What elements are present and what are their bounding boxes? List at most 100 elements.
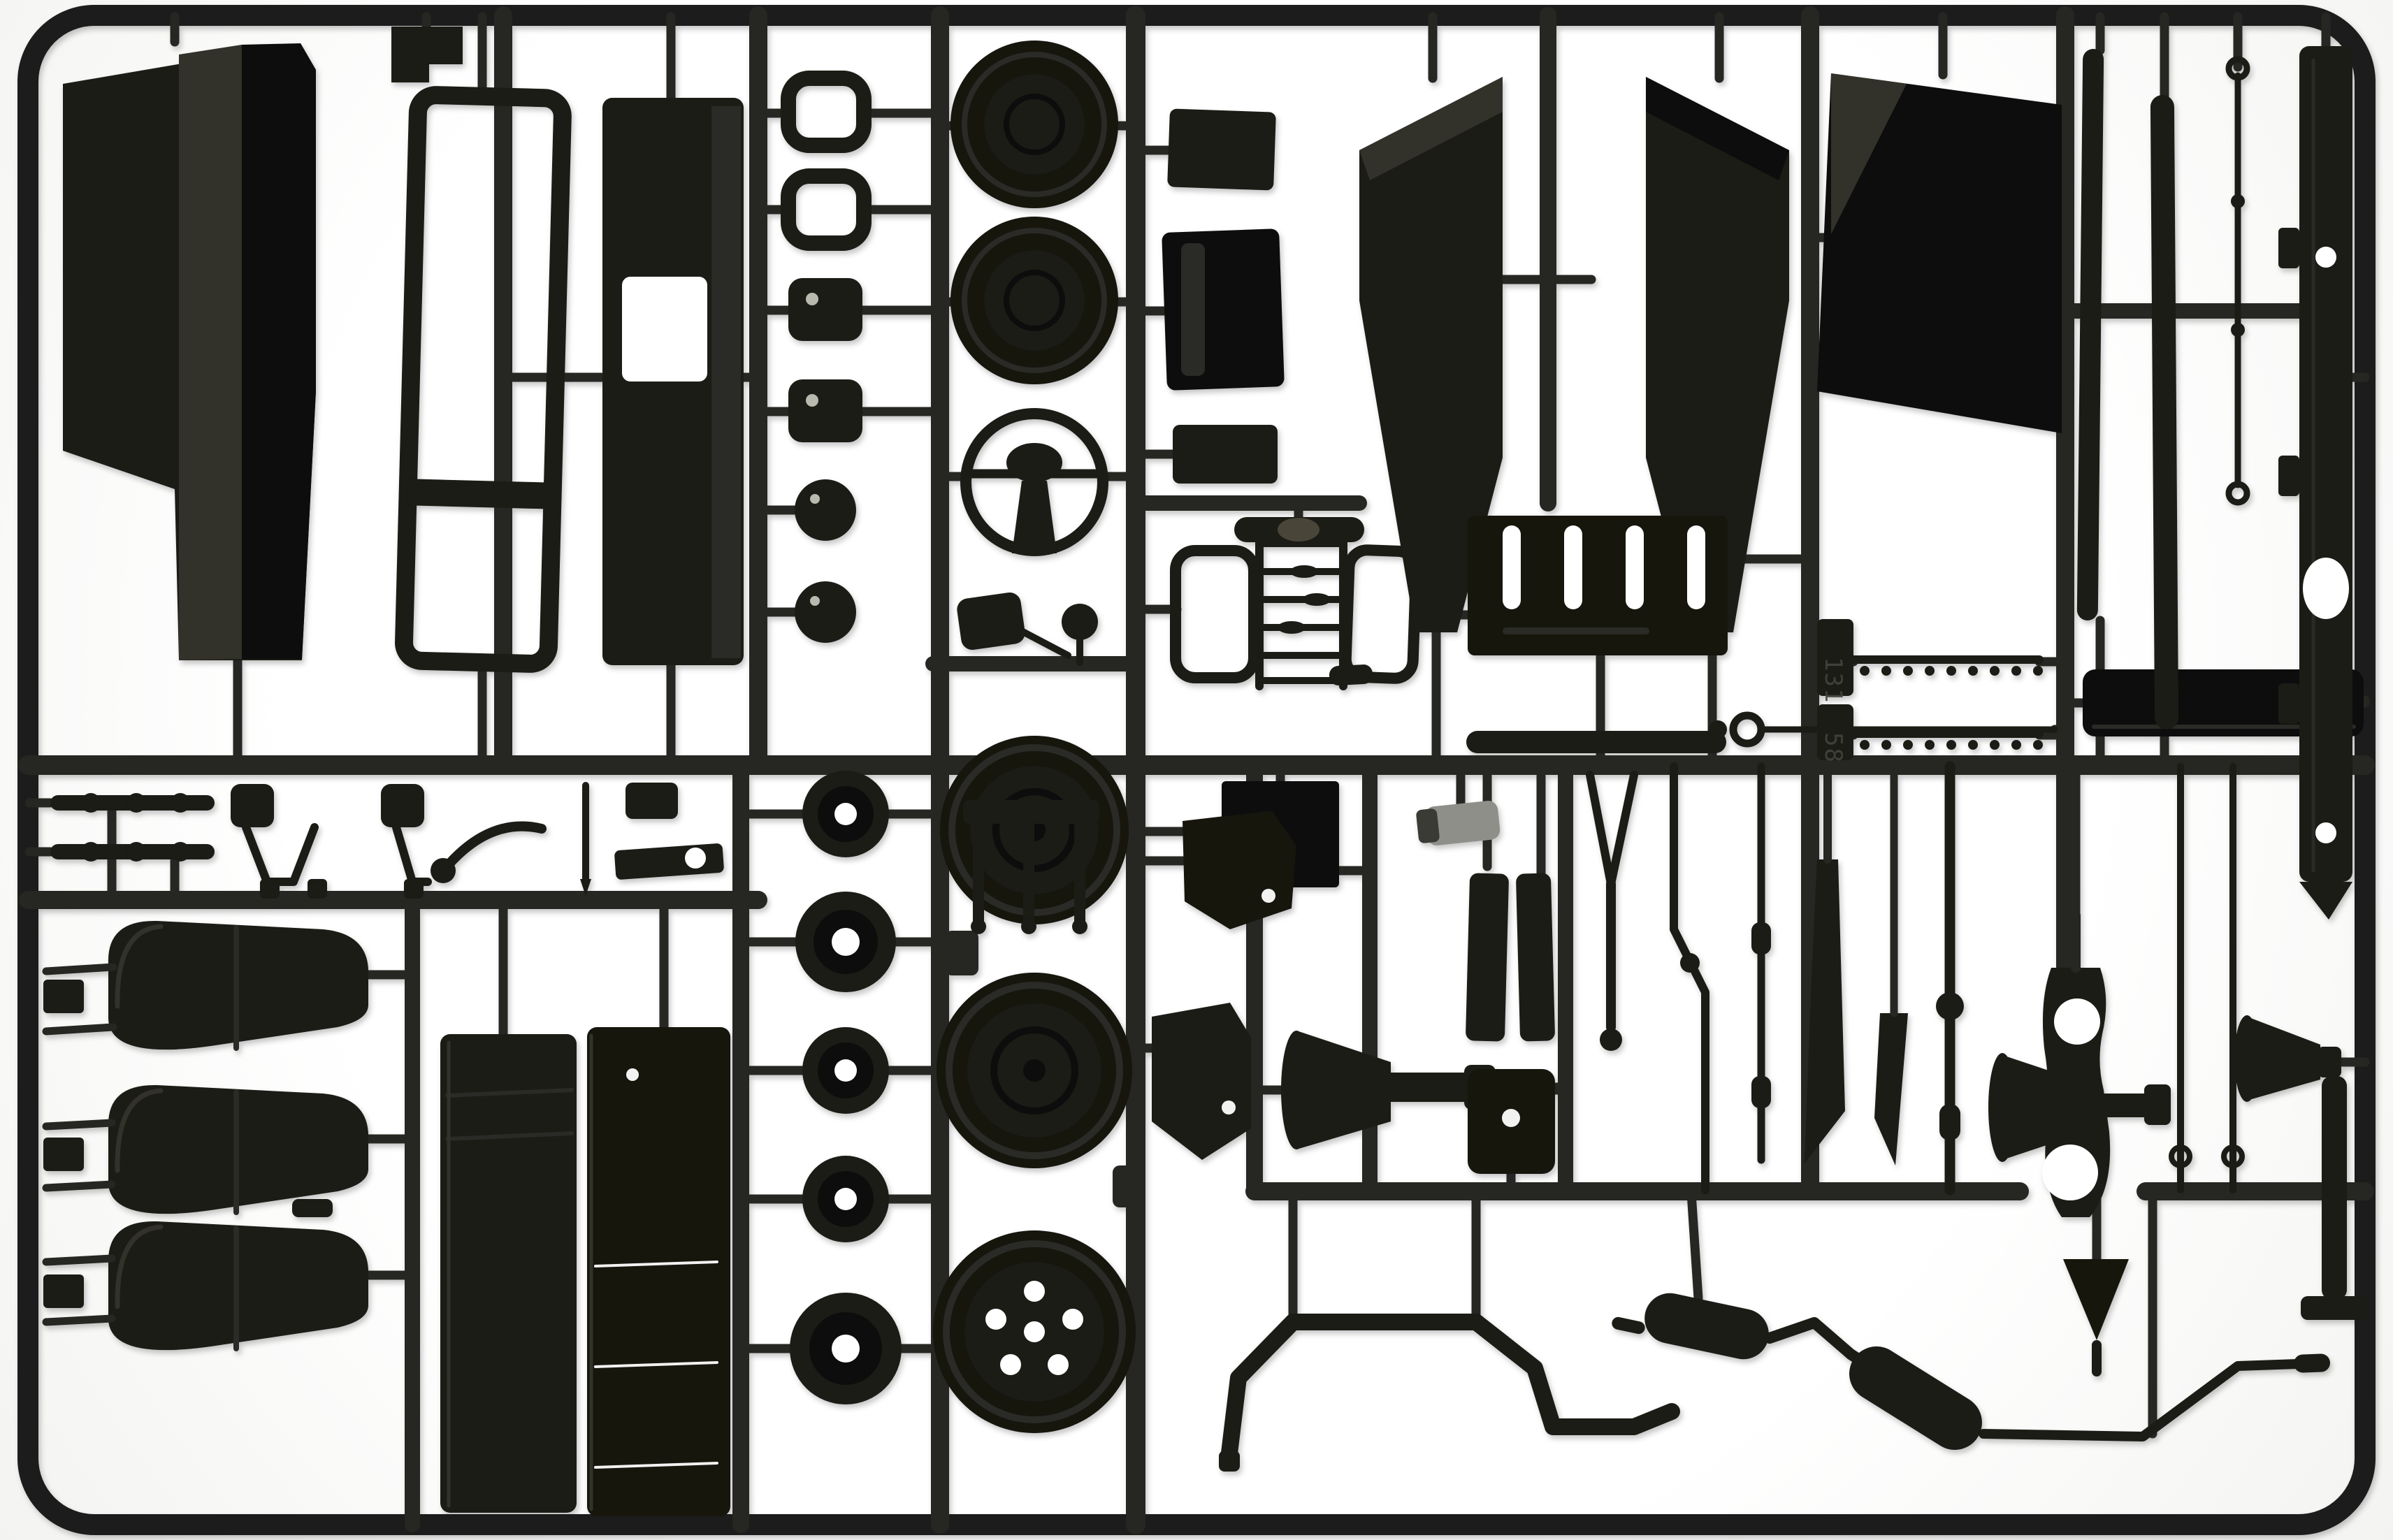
battery-box-shape <box>1503 627 1649 634</box>
headlight-cup-b-shape <box>788 379 862 442</box>
bead-strip-a-shape <box>1946 666 1956 676</box>
gate <box>1686 1188 1703 1303</box>
door-panel-right-shape <box>594 1361 718 1368</box>
bead-strip-b-shape <box>1990 740 2000 750</box>
mirror-frame-b <box>781 168 872 251</box>
muffler-rear <box>1849 1346 1982 1450</box>
steering-hub <box>1006 443 1062 482</box>
tow-ring <box>1729 711 1765 748</box>
battery-slot <box>1503 525 1521 609</box>
battery-slot <box>1564 525 1582 609</box>
steering-fork <box>1586 771 1638 1051</box>
side-strip-b <box>2150 95 2179 729</box>
mirror-pad-link-a-shape <box>231 784 274 827</box>
chassis-rail-shape <box>2278 683 2299 724</box>
seat-gate-knobs-shape <box>42 1180 116 1192</box>
rail-hole <box>2315 247 2336 268</box>
hub-hole <box>1024 1321 1045 1342</box>
drive-shaft <box>1936 761 1964 1196</box>
bench-bracket <box>963 800 1099 934</box>
battery-slot <box>1626 525 1644 609</box>
rod-eyelet <box>2169 1145 2192 1168</box>
collar-rod <box>1751 762 1771 1164</box>
horn-lever-shape <box>440 821 547 874</box>
tail-pipe-shape <box>1979 1359 2303 1441</box>
door-panel-right-shape <box>594 1462 718 1469</box>
leaf-blade-b-shape <box>1874 1013 1908 1165</box>
small-pad <box>626 783 678 819</box>
specular-dot <box>810 596 820 606</box>
fender-left-shape <box>1359 77 1503 180</box>
suspension-plate-b-shape <box>1516 873 1555 1042</box>
wiper-linkage-rod-shape <box>2231 194 2245 208</box>
bead-strip-a-shape <box>1881 666 1891 676</box>
plate-hole <box>2054 998 2100 1045</box>
horn-lever <box>431 821 547 883</box>
bead-strip-b-shape <box>2011 740 2021 750</box>
door-window-frame <box>395 86 572 673</box>
hubcap-e <box>790 1293 902 1404</box>
step-board-shape <box>1466 731 1726 753</box>
lug-hole <box>1062 1309 1083 1330</box>
axle-tube <box>2322 1076 2347 1300</box>
suspension-plate-b <box>1516 873 1555 1042</box>
bench-bracket-shape <box>1072 919 1087 934</box>
bead-strip-b-shape <box>1968 740 1978 750</box>
pipe-tip <box>2294 1353 2330 1373</box>
collar-rod-shape <box>1751 922 1771 954</box>
box-part-c-shape <box>1173 425 1278 484</box>
axle-bell-left-shape <box>2144 1084 2171 1125</box>
box-part-a <box>1167 108 1276 191</box>
mirror-pad-link-a-shape <box>242 823 319 886</box>
molded-mark: 131 <box>1819 657 1847 704</box>
transfer-case-shape <box>1152 1003 1251 1160</box>
seat-gate-knobs-shape <box>42 1254 116 1266</box>
hub-hole <box>834 1059 857 1082</box>
tow-pin-shape <box>1709 720 1727 739</box>
runner-tab-a-shape <box>945 931 978 975</box>
bead-strip-a-shape <box>2033 666 2043 676</box>
chassis-rail <box>2278 46 2352 920</box>
rod-eyelet <box>2221 1145 2245 1168</box>
small-pad-shape <box>626 783 678 819</box>
seat-gate-knobs-shape <box>43 980 84 1013</box>
bent-rod-shape <box>1670 762 1709 1194</box>
muffler-front-shape <box>1612 1316 1645 1335</box>
lamp-cup-a <box>795 479 856 541</box>
plate-hole <box>2042 1145 2098 1200</box>
runner-tab-b <box>1113 1165 1143 1207</box>
box-part-c <box>1173 425 1278 484</box>
lug-hole <box>1024 1281 1045 1302</box>
box-part-b <box>1162 228 1285 391</box>
road-wheel-b <box>937 973 1132 1168</box>
ribbed-rod-a-shape <box>81 793 101 813</box>
drive-shaft-shape <box>1936 992 1964 1020</box>
cab-side-panel <box>63 43 316 660</box>
axle-bell-right <box>2234 1015 2368 1320</box>
cab-rear-panel-shape <box>711 106 741 658</box>
bead-strip-b-shape <box>2033 740 2043 750</box>
seat-tab <box>292 1199 333 1217</box>
rail-hole <box>2303 558 2349 619</box>
muffler-rear-shape <box>1849 1346 1982 1450</box>
ribbed-rod-b-shape <box>81 842 101 862</box>
leaf-blade-a-shape <box>1805 859 1845 1163</box>
wishbone-plate <box>2042 910 2111 1217</box>
shock-absorber-shape <box>1424 801 1501 845</box>
prop-shaft-bell-shape <box>1296 1031 1391 1149</box>
cab-rear-panel <box>602 98 744 665</box>
mark-pad-a-shape <box>1817 619 1853 696</box>
seat-gate-knobs-shape <box>42 1119 116 1131</box>
chassis-rail-shape <box>2299 882 2352 920</box>
panel-hole <box>626 1068 639 1081</box>
runner-tab-a <box>945 931 978 975</box>
ribbed-rod-b-shape <box>171 842 190 862</box>
fender-left-shape <box>1359 77 1503 632</box>
ribbed-rod-b-shape <box>126 842 146 862</box>
drive-shaft-shape <box>1939 1104 1960 1140</box>
seat-gate-knobs-shape <box>42 963 117 975</box>
seat-sheen <box>115 1088 164 1173</box>
stabilizer-bar-shape <box>1220 1314 1680 1467</box>
